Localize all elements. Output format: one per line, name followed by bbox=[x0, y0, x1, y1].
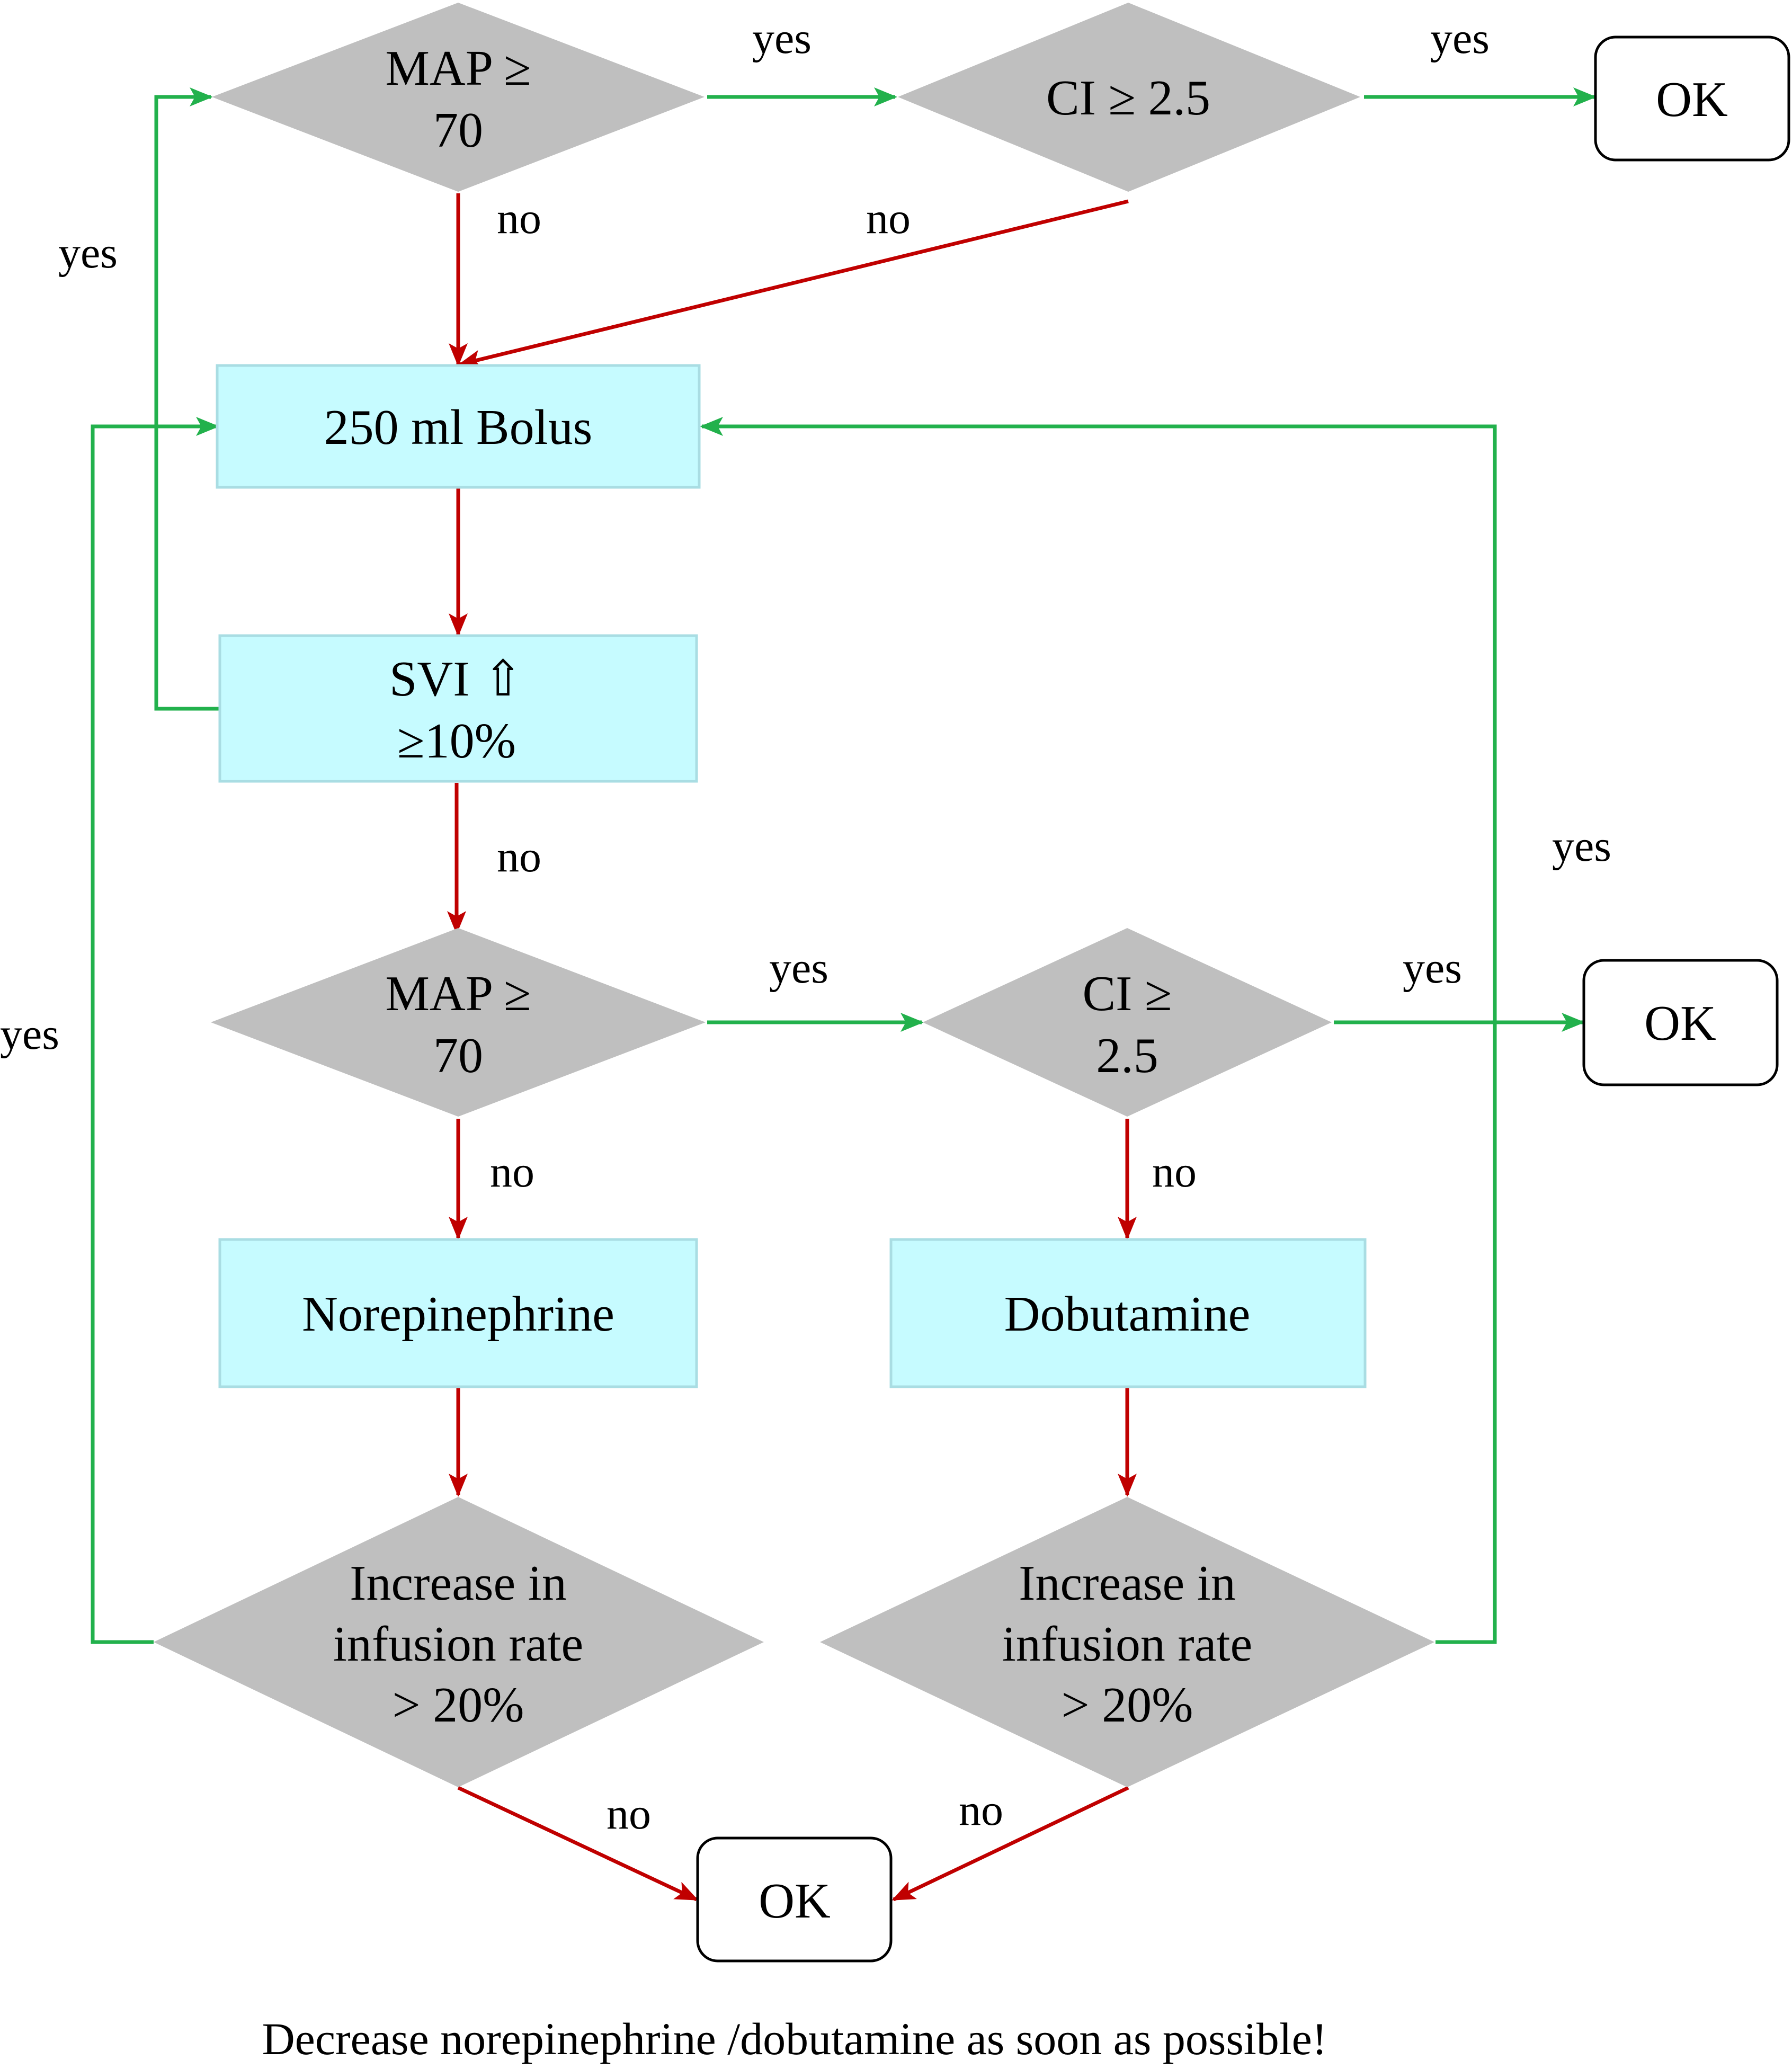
terminal-ok-mid: OK bbox=[1582, 959, 1779, 1086]
label-map-top-yes: yes bbox=[752, 14, 812, 63]
footer-note: Decrease norepinephrine /dobutamine as s… bbox=[262, 2013, 1327, 2064]
label-left-loop-yes: yes bbox=[0, 1010, 59, 1059]
process-dobutamine: Dobutamine bbox=[889, 1238, 1367, 1388]
label-map-top-no: no bbox=[497, 194, 541, 243]
nodes: MAP ≥ 70 CI ≥ 2.5 MAP ≥ 70 CI ≥ 2.5 Incr… bbox=[154, 3, 1790, 1963]
decision-increase-right-line1: Increase in bbox=[1019, 1556, 1236, 1611]
terminal-ok-top: OK bbox=[1594, 35, 1790, 162]
edge-ci-top-to-bolus bbox=[458, 199, 1129, 369]
decision-map-mid-line1: MAP ≥ bbox=[385, 966, 531, 1021]
process-svi: SVI ⇧ ≥10% bbox=[218, 634, 698, 783]
label-ci-mid-no: no bbox=[1152, 1147, 1197, 1197]
edge-svi-yes-to-map-top bbox=[154, 87, 220, 711]
terminal-ok-bottom-label: OK bbox=[759, 1874, 831, 1929]
terminal-ok-top-label: OK bbox=[1656, 72, 1728, 127]
label-svi-yes: yes bbox=[58, 228, 118, 278]
decision-map-top: MAP ≥ 70 bbox=[212, 3, 705, 192]
label-ci-top-yes: yes bbox=[1430, 14, 1490, 63]
terminal-ok-bottom: OK bbox=[696, 1836, 893, 1963]
label-map-mid-no: no bbox=[490, 1147, 534, 1197]
process-dobutamine-label: Dobutamine bbox=[1004, 1287, 1251, 1342]
decision-increase-left-line1: Increase in bbox=[350, 1556, 567, 1611]
decision-map-mid-line2: 70 bbox=[433, 1028, 483, 1083]
decision-map-mid: MAP ≥ 70 bbox=[211, 928, 706, 1117]
decision-map-top-line1: MAP ≥ bbox=[385, 41, 531, 96]
decision-increase-left-line3: > 20% bbox=[393, 1678, 524, 1733]
edges bbox=[91, 87, 1597, 1902]
decision-increase-left-line2: infusion rate bbox=[333, 1617, 583, 1672]
process-norepinephrine: Norepinephrine bbox=[218, 1238, 698, 1388]
process-bolus: 250 ml Bolus bbox=[216, 364, 701, 489]
edge-labels: yes yes no no yes yes no yes yes yes no … bbox=[0, 14, 1611, 1839]
label-increase-right-no: no bbox=[959, 1786, 1003, 1835]
terminal-ok-mid-label: OK bbox=[1644, 996, 1716, 1051]
label-ci-mid-yes: yes bbox=[1403, 943, 1462, 993]
process-svi-line2: ≥10% bbox=[397, 714, 516, 769]
process-svi-line1: SVI ⇧ bbox=[389, 652, 524, 707]
decision-increase-right-line3: > 20% bbox=[1062, 1678, 1193, 1733]
label-map-mid-yes: yes bbox=[769, 943, 828, 993]
edge-increase-left-to-ok-bottom bbox=[457, 1786, 699, 1902]
decision-ci-mid: CI ≥ 2.5 bbox=[923, 928, 1332, 1117]
process-bolus-label: 250 ml Bolus bbox=[324, 400, 593, 455]
decision-increase-right-line2: infusion rate bbox=[1002, 1617, 1252, 1672]
decision-ci-mid-line2: 2.5 bbox=[1096, 1028, 1158, 1083]
label-ci-top-no: no bbox=[866, 194, 911, 243]
decision-ci-top: CI ≥ 2.5 bbox=[898, 3, 1360, 192]
decision-ci-mid-line1: CI ≥ bbox=[1082, 966, 1172, 1021]
edge-left-loop-to-bolus bbox=[91, 417, 219, 1644]
decision-increase-left: Increase in infusion rate > 20% bbox=[154, 1497, 764, 1787]
label-svi-no: no bbox=[497, 832, 541, 881]
label-right-loop-yes: yes bbox=[1552, 822, 1611, 871]
edge-increase-right-to-ok-bottom bbox=[891, 1786, 1129, 1902]
edge-right-loop-to-bolus bbox=[700, 417, 1497, 1644]
decision-map-top-line2: 70 bbox=[433, 103, 483, 158]
label-increase-left-no: no bbox=[607, 1789, 651, 1839]
decision-ci-top-line1: CI ≥ 2.5 bbox=[1046, 70, 1210, 126]
decision-increase-right: Increase in infusion rate > 20% bbox=[820, 1497, 1434, 1787]
process-norepinephrine-label: Norepinephrine bbox=[302, 1287, 614, 1342]
